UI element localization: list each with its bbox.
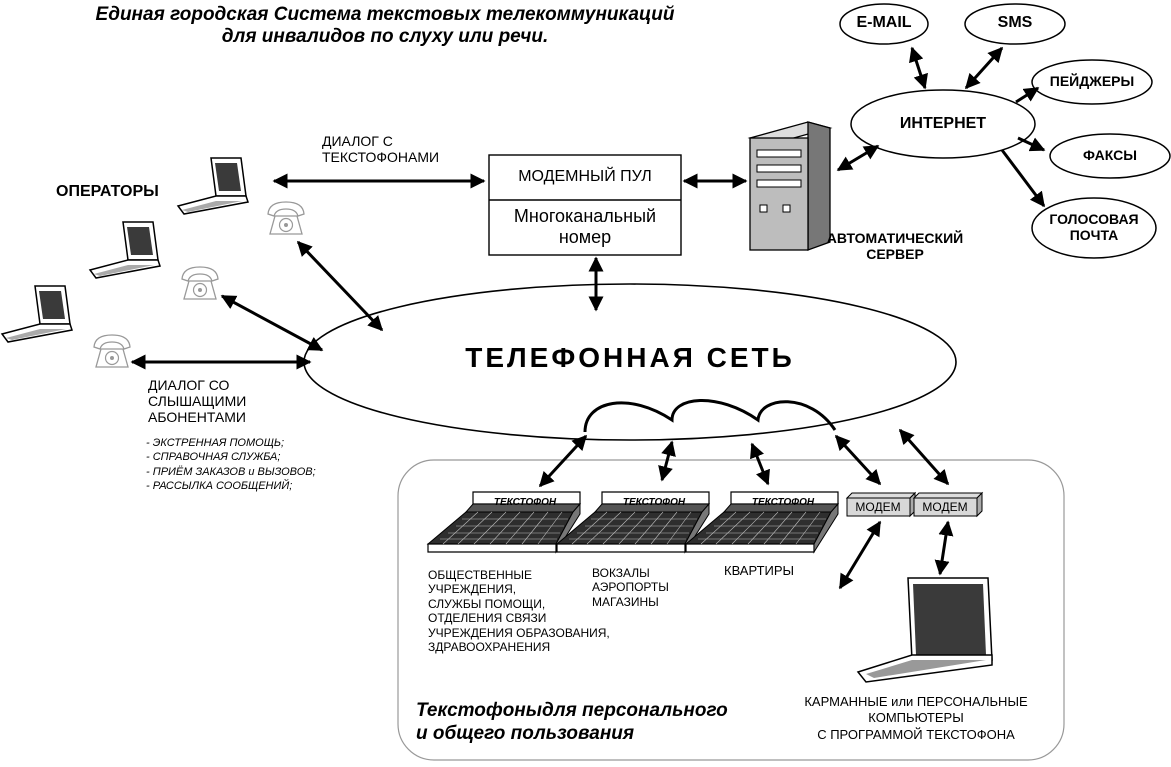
multichannel-number-label: Многоканальный номер [513,206,657,247]
sms-ellipse [964,3,1066,45]
internet-ellipse [850,89,1036,159]
list-item: - ПРИЁМ ЗАКАЗОВ и ВЫЗОВОВ; [146,465,316,478]
sms-label: SMS [997,14,1033,31]
telephone-icon [93,334,131,368]
list-item: - ЭКСТРЕННАЯ ПОМОЩЬ; [146,437,285,449]
telephone-icon [181,266,219,300]
diagram-title: Единая городская Система текстовых телек… [95,4,675,47]
email-label: E-MAIL [856,14,912,31]
textphone-label: ТЕКСТОФОН [494,497,557,508]
internet-label: ИНТЕРНЕТ [899,115,987,132]
modem-pool-label: МОДЕМНЫЙ ПУЛ [518,168,652,185]
faxes-label: ФАКСЫ [1083,147,1137,163]
voicemail-ellipse [1031,197,1157,259]
voicemail-label: ГОЛОСОВАЯ ПОЧТА [1049,211,1139,244]
dialog-textphones-label: ДИАЛОГ С ТЕКСТОФОНАМИ [322,133,440,166]
laptop-icon [177,157,249,215]
group-stations: ВОКЗАЛЫ АЭРОПОРТЫ МАГАЗИНЫ [592,566,669,609]
loop-arcs [583,399,837,433]
pagers-label: ПЕЙДЖЕРЫ [1049,73,1135,89]
operators-label: ОПЕРАТОРЫ [56,183,159,200]
modem-label: МОДЕМ [922,500,967,514]
email-ellipse [839,3,929,45]
textphone-label: ТЕКСТОФОН [752,497,815,508]
telephone-network-label: ТЕЛЕФОННАЯ СЕТЬ [465,342,795,373]
laptop-icon [1,285,73,343]
modem-pool-box [488,154,682,256]
server-icon [747,121,833,251]
modem-label: МОДЕМ [855,500,900,514]
group-apartments: КВАРТИРЫ [724,563,795,578]
operator-services-list: - ЭКСТРЕННАЯ ПОМОЩЬ; - СПРАВОЧНАЯ СЛУЖБА… [146,436,316,493]
personal-computer-icon [856,577,993,683]
list-item: - СПРАВОЧНАЯ СЛУЖБА; [146,451,281,464]
group-public-institutions: ОБЩЕСТВЕННЫЕ УЧРЕЖДЕНИЯ, СЛУЖБЫ ПОМОЩИ, … [428,568,610,654]
pagers-ellipse [1031,59,1153,105]
computers-label: КАРМАННЫЕ или ПЕРСОНАЛЬНЫЕ КОМПЬЮТЕРЫ С … [804,694,1028,742]
dialog-hearing-label: ДИАЛОГ СО СЛЫШАЩИМИ АБОНЕНТАМИ [148,377,247,426]
textphone-label: ТЕКСТОФОН [623,497,686,508]
faxes-ellipse [1049,133,1171,179]
telephone-icon [267,201,305,235]
laptop-icon [89,221,161,279]
list-item: - РАССЫЛКА СООБЩЕНИЙ; [146,479,293,492]
personal-use-footer: Текстофоныдля персонального и общего пол… [416,700,728,744]
server-label: АВТОМАТИЧЕСКИЙ СЕРВЕР [826,230,964,263]
